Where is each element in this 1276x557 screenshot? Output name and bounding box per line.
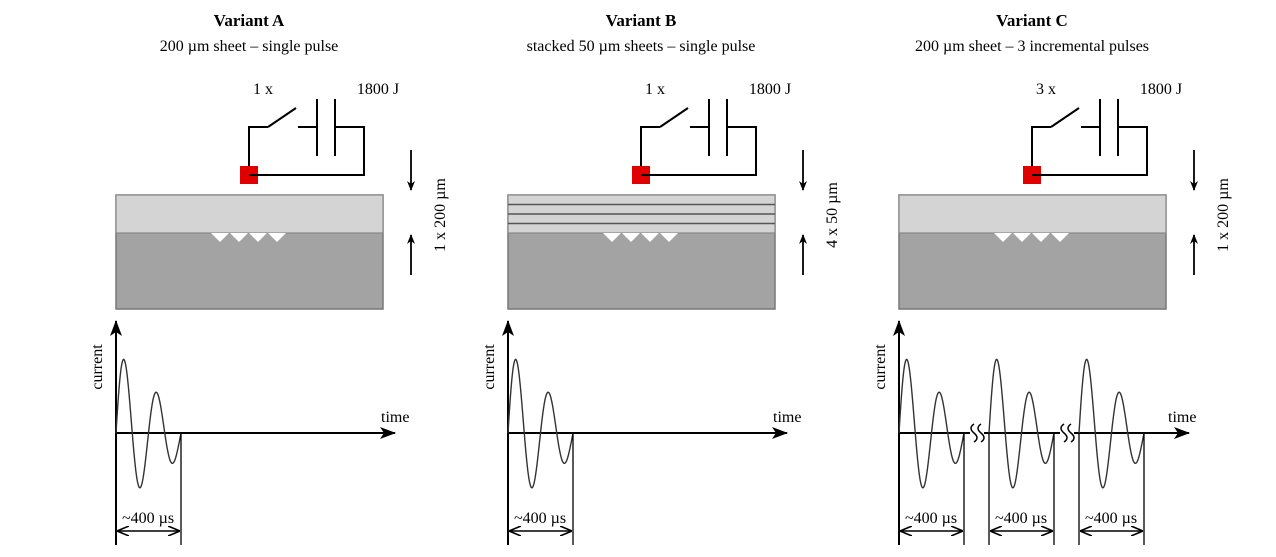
- flyer-sheet: [115, 194, 384, 234]
- thickness-label: 4 x 50 µm: [824, 182, 841, 248]
- x-axis-label: time: [381, 409, 409, 426]
- weld-wave-icon: [660, 233, 678, 242]
- switch-icon: [659, 107, 689, 128]
- switch-icon: [267, 107, 297, 128]
- circuit-wire: [248, 126, 268, 175]
- axis-break-line: [1067, 423, 1075, 443]
- circuit-wire: [1031, 126, 1051, 175]
- pulse-count-label: 3 x: [1036, 81, 1056, 98]
- weld-wave-icon: [268, 233, 286, 242]
- current-waveform: [898, 358, 965, 489]
- variant-panel: Variant A 200 µm sheet – single pulse 1 x 1…: [89, 11, 449, 545]
- weld-wave-icon: [1013, 233, 1031, 242]
- flyer-sheet: [898, 194, 1167, 234]
- axis-break-gap: [1060, 424, 1074, 442]
- axis-break-line: [970, 423, 978, 443]
- circuit-wire: [640, 126, 660, 175]
- energy-label: 1800 J: [1140, 81, 1182, 98]
- pulse-count-label: 1 x: [645, 81, 665, 98]
- variant-title: Variant C: [996, 11, 1068, 30]
- duration-label: ~400 µs: [122, 510, 174, 527]
- y-axis-label: current: [89, 344, 106, 390]
- capacitor-circuit: [248, 99, 365, 176]
- current-waveform: [507, 358, 574, 489]
- current-waveform: [1078, 358, 1145, 489]
- axis-break-icon: [970, 423, 985, 443]
- x-axis-label: time: [1168, 409, 1196, 426]
- variant-title: Variant A: [214, 11, 285, 30]
- duration-label: ~400 µs: [995, 510, 1047, 527]
- axis-break-line: [1060, 423, 1068, 443]
- circuit-wire: [1032, 126, 1148, 176]
- pulse-count-label: 1 x: [253, 81, 273, 98]
- variant-panel: Variant C 200 µm sheet – 3 incremental pu…: [872, 11, 1232, 545]
- energy-label: 1800 J: [357, 81, 399, 98]
- y-axis-label: current: [872, 344, 889, 390]
- weld-wave-icon: [1051, 233, 1069, 242]
- x-axis-label: time: [773, 409, 801, 426]
- variant-subtitle: stacked 50 µm sheets – single pulse: [527, 38, 756, 55]
- weld-wave-icon: [622, 233, 640, 242]
- duration-label: ~400 µs: [905, 510, 957, 527]
- variant-subtitle: 200 µm sheet – single pulse: [160, 38, 339, 55]
- duration-label: ~400 µs: [514, 510, 566, 527]
- axis-break-line: [977, 423, 985, 443]
- circuit-wire: [641, 126, 757, 176]
- current-waveform: [115, 358, 182, 489]
- capacitor-circuit: [640, 99, 757, 176]
- weld-wave-icon: [230, 233, 248, 242]
- energy-label: 1800 J: [749, 81, 791, 98]
- variant-title: Variant B: [606, 11, 677, 30]
- switch-icon: [1050, 107, 1080, 128]
- weld-wave-icon: [641, 233, 659, 242]
- thickness-label: 1 x 200 µm: [432, 178, 449, 252]
- weld-wave-icon: [1032, 233, 1050, 242]
- variant-panel: Variant B stacked 50 µm sheets – single p…: [481, 11, 841, 545]
- axis-break-icon: [1060, 423, 1075, 443]
- y-axis-label: current: [481, 344, 498, 390]
- circuit-wire: [249, 126, 365, 176]
- current-waveform: [988, 358, 1055, 489]
- variant-subtitle: 200 µm sheet – 3 incremental pulses: [915, 38, 1149, 55]
- capacitor-circuit: [1031, 99, 1148, 176]
- duration-label: ~400 µs: [1085, 510, 1137, 527]
- weld-wave-icon: [994, 233, 1012, 242]
- weld-wave-icon: [211, 233, 229, 242]
- weld-wave-icon: [249, 233, 267, 242]
- weld-wave-icon: [603, 233, 621, 242]
- thickness-label: 1 x 200 µm: [1215, 178, 1232, 252]
- axis-break-gap: [970, 424, 984, 442]
